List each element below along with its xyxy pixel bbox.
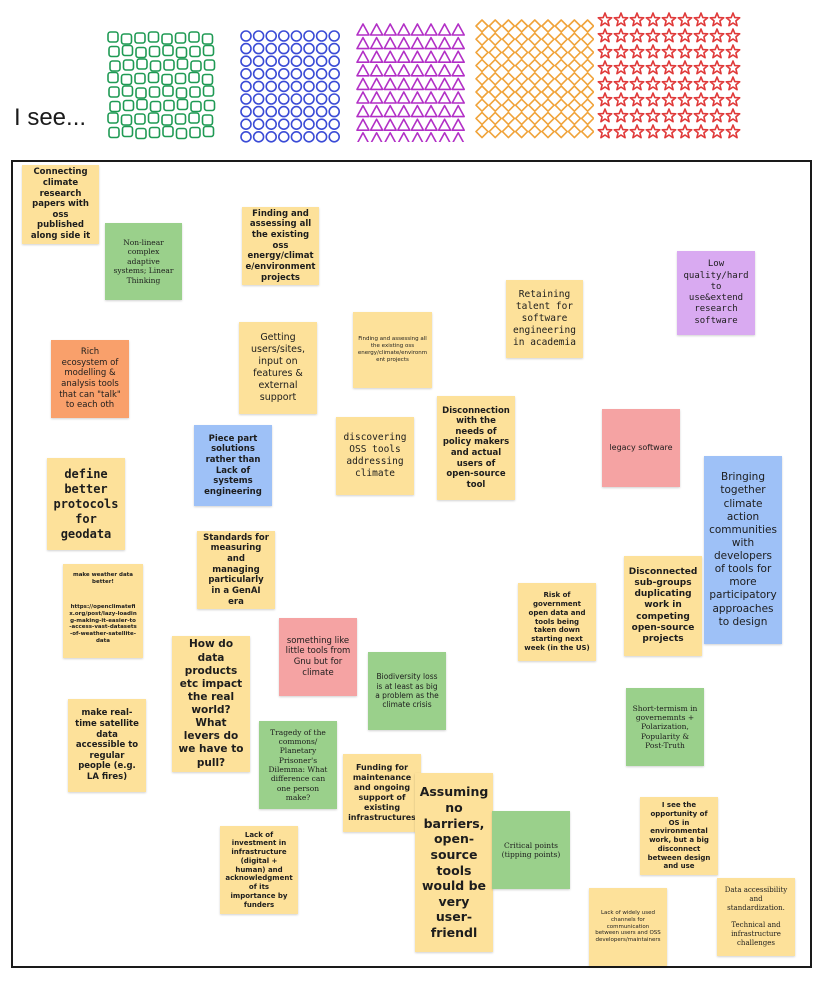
sticky-note[interactable]: Risk of government open data and tools b… [518, 583, 596, 661]
sticky-note[interactable]: Tragedy of the commons/ Planetary Prison… [259, 721, 337, 809]
sticky-note[interactable]: Rich ecosystem of modelling & analysis t… [51, 340, 129, 418]
sticky-note[interactable]: Finding and assessing all the existing o… [353, 312, 432, 388]
sticky-note[interactable]: something like little tools from Gnu but… [279, 618, 357, 696]
sticky-note[interactable]: How do data products etc impact the real… [172, 636, 250, 772]
sticky-note[interactable]: Connecting climate research papers with … [22, 165, 99, 244]
sticky-note[interactable]: Short-termism in governemnts + Polarizat… [626, 688, 704, 766]
sticky-note[interactable]: Assuming no barriers, open-source tools … [415, 773, 493, 952]
star-reactions-icon[interactable] [597, 12, 743, 144]
sticky-note[interactable]: Low quality/hard to use&extend research … [677, 251, 755, 335]
sticky-note[interactable]: discovering OSS tools addressing climate [336, 417, 414, 495]
circle-reactions-icon[interactable] [238, 28, 344, 148]
sticky-note[interactable]: define better protocols for geodata [47, 458, 125, 550]
note-text: make weather data better! [72, 572, 133, 585]
sticky-note[interactable]: Getting users/sites, input on features &… [239, 322, 317, 414]
sticky-note[interactable]: Finding and assessing all the existing o… [242, 207, 319, 285]
triangle-reactions-icon[interactable] [355, 22, 470, 142]
sticky-note[interactable]: legacy software [602, 409, 680, 487]
sticky-note[interactable]: Standards for measuring and managing par… [197, 531, 275, 609]
sticky-note[interactable]: Lack of investment in infrastructure (di… [220, 826, 298, 914]
sticky-note[interactable]: Bringing together climate action communi… [704, 456, 782, 644]
sticky-board[interactable]: Connecting climate research papers with … [11, 160, 812, 968]
sticky-note[interactable]: Non-linear complex adaptive systems; Lin… [105, 223, 182, 300]
sticky-note[interactable]: Funding for maintenance and ongoing supp… [343, 754, 421, 832]
sticky-note[interactable]: make real-time satellite data accessible… [68, 699, 146, 792]
sticky-note[interactable]: Lack of widely used channels for communi… [589, 888, 667, 966]
sticky-note[interactable]: Disconnected sub-groups duplicating work… [624, 556, 702, 656]
page-title: I see... [14, 104, 87, 131]
sticky-note[interactable]: Piece part solutions rather than Lack of… [194, 425, 272, 506]
sticky-note[interactable]: Disconnection with the needs of policy m… [437, 396, 515, 500]
sticky-note[interactable]: Retaining talent for software engineerin… [506, 280, 583, 358]
sticky-note[interactable]: Biodiversity loss is at least as big a p… [368, 652, 446, 730]
heart-reactions-icon[interactable] [106, 30, 218, 150]
sticky-note[interactable]: Critical points (tipping points) [492, 811, 570, 889]
sticky-note[interactable]: I see the opportunity of OS in environme… [640, 797, 718, 875]
sticky-note[interactable]: Data accessibility and standardization. … [717, 878, 795, 956]
note-link[interactable]: https://openclimatefix.org/post/lazy-loa… [69, 603, 137, 645]
diamond-reactions-icon[interactable] [474, 18, 594, 140]
sticky-note[interactable]: make weather data better! https://opencl… [63, 564, 143, 658]
